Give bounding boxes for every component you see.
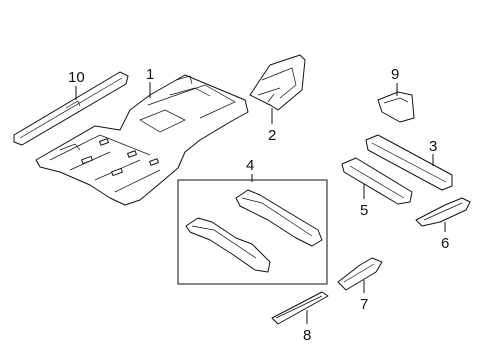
callouts: 1 2 3 4 5 6 7 8 9 10 <box>68 66 449 344</box>
part-4-box[interactable] <box>177 179 328 285</box>
callout-3: 3 <box>429 138 437 155</box>
callout-8: 8 <box>303 327 311 344</box>
part-6-channel[interactable] <box>415 197 471 227</box>
part-5-crossmember[interactable] <box>341 157 413 205</box>
callout-4: 4 <box>246 157 254 174</box>
callout-10: 10 <box>68 69 85 86</box>
callout-6: 6 <box>441 235 449 252</box>
callout-9: 9 <box>391 66 399 83</box>
part-9-bracket[interactable] <box>377 91 415 123</box>
part-10-rail[interactable] <box>13 71 129 146</box>
part-3-crossmember[interactable] <box>365 134 453 191</box>
callout-7: 7 <box>360 296 368 313</box>
leader-lines <box>75 82 446 324</box>
part-8-plate[interactable] <box>271 291 329 325</box>
part-7-bracket[interactable] <box>337 257 383 291</box>
callout-1: 1 <box>146 66 154 83</box>
callout-5: 5 <box>360 202 368 219</box>
part-2-bracket[interactable] <box>249 54 306 111</box>
callout-2: 2 <box>268 127 276 144</box>
part-1-floor-pan[interactable] <box>35 74 249 206</box>
